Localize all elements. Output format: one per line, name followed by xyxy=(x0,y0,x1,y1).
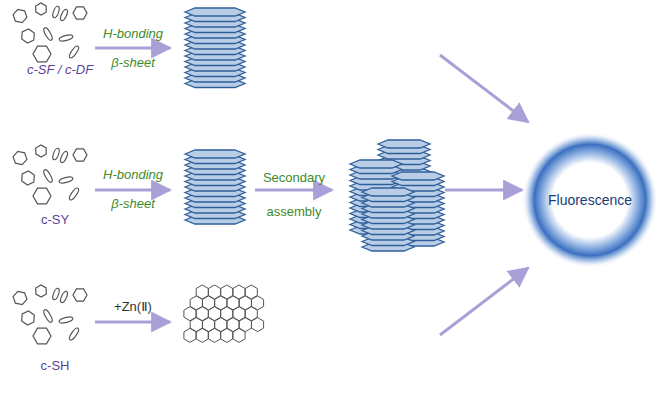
process-arrow xyxy=(440,55,528,122)
process-arrow xyxy=(95,189,170,192)
arrow-label: H-bonding xyxy=(93,26,173,42)
beta-sheet-stack xyxy=(362,188,414,251)
process-arrow xyxy=(445,189,522,192)
molecule-cluster xyxy=(13,3,87,62)
molecule-cluster xyxy=(13,285,87,344)
arrow-label: +Zn(Ⅱ) xyxy=(93,299,173,315)
arrow-label: Secondary assembly xyxy=(253,161,335,229)
compound-name: c-SH xyxy=(0,358,110,374)
beta-sheet-stack xyxy=(185,150,245,224)
arrow-label: β-sheet xyxy=(93,196,173,212)
beta-sheet-stack xyxy=(185,8,245,88)
process-arrow xyxy=(95,47,170,50)
node-label: Fluorescence xyxy=(548,192,632,208)
process-arrow xyxy=(95,48,528,335)
process-arrow xyxy=(440,268,528,335)
arrow-label: β-sheet xyxy=(93,55,173,71)
process-arrow xyxy=(95,321,170,324)
beta-sheet-stack xyxy=(185,8,444,251)
process-arrow xyxy=(255,189,332,192)
arrow-label: H-bonding xyxy=(93,167,173,183)
molecule-cluster xyxy=(13,3,87,344)
compound-name: c-SF / c-DF xyxy=(0,62,120,78)
molecule-cluster xyxy=(13,145,87,204)
hexagonal-network xyxy=(184,285,264,342)
fluorescence-glow: Fluorescence xyxy=(522,132,658,268)
compound-name: c-SY xyxy=(0,212,110,228)
